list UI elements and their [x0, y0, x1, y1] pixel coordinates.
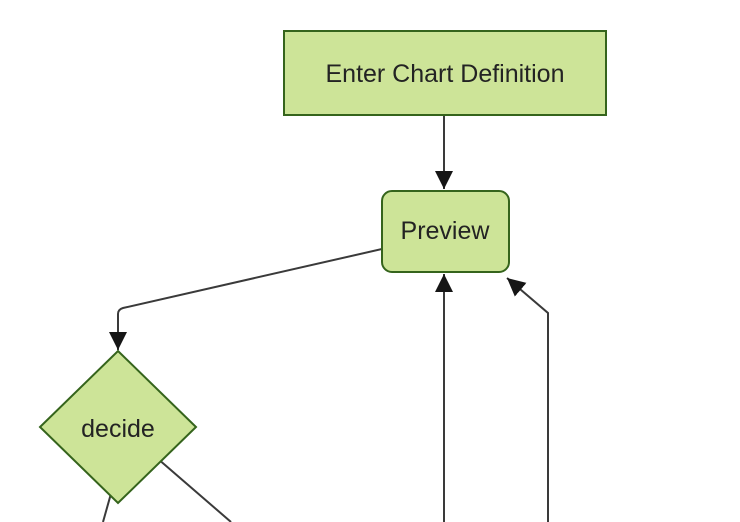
node-layer: Enter Chart Definition Preview decide: [38, 30, 607, 505]
preview-label: Preview: [401, 217, 491, 245]
node-decide: decide: [38, 349, 198, 505]
preview-box: [381, 190, 510, 273]
edge-layer: [102, 115, 549, 522]
enter-chart-definition-box: [283, 30, 607, 116]
enter-chart-definition-label: Enter Chart Definition: [325, 60, 564, 88]
node-preview: Preview: [381, 190, 510, 273]
decide-diamond: [38, 349, 198, 505]
edge-bottom-right-to-preview: [506, 277, 549, 522]
decide-label: decide: [81, 415, 155, 443]
node-enter-chart-definition: Enter Chart Definition: [283, 30, 607, 116]
edge-decide-to-offscreen-right: [149, 451, 232, 522]
edge-preview-to-decide: [109, 248, 383, 350]
